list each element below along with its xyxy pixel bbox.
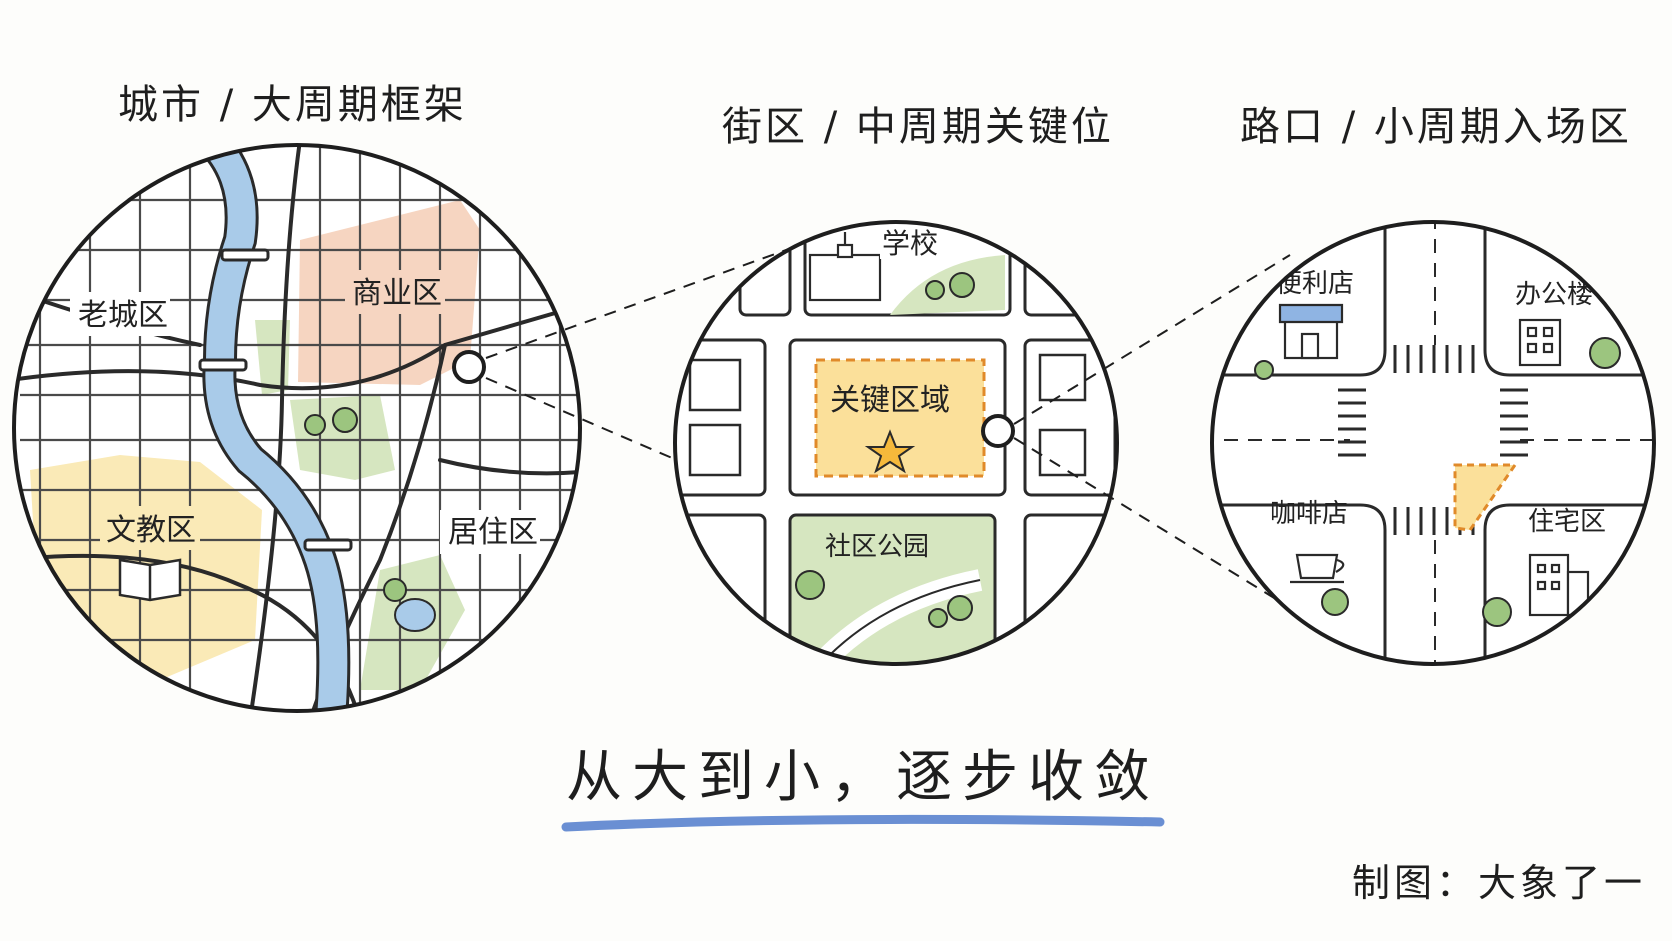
tree-icon <box>332 407 358 433</box>
zoom-connector <box>1013 254 1311 621</box>
entry-zone <box>1453 463 1518 532</box>
tagline: 从大到小，逐步收敛 <box>566 745 1160 810</box>
title-intersection: 路口 / 小周期入场区 <box>1240 104 1632 150</box>
store-icon <box>1278 303 1344 360</box>
zoom-marker-block <box>981 414 1015 448</box>
zoom-marker-city <box>452 350 486 384</box>
district-label-residential: 居住区 <box>448 515 538 550</box>
district-label-education: 文教区 <box>106 513 196 548</box>
zoom-connector <box>485 244 801 471</box>
tree-icon <box>1321 588 1349 616</box>
label-convenience-store: 便利店 <box>1276 269 1354 299</box>
label-office: 办公楼 <box>1515 280 1593 310</box>
bridge <box>198 358 248 372</box>
title-block: 街区 / 中周期关键位 <box>722 104 1114 150</box>
tree-icon <box>1254 360 1274 380</box>
tree-icon <box>1482 597 1512 627</box>
tree-icon <box>304 414 326 436</box>
tree-icon <box>1589 337 1621 369</box>
bridge <box>303 538 353 552</box>
district-label-commercial: 商业区 <box>352 276 442 311</box>
school-icon <box>808 232 882 302</box>
tree-icon <box>949 272 975 298</box>
tagline-underline <box>561 814 1165 832</box>
city-map: 老城区 商业区 文教区 居住区 <box>12 143 582 713</box>
district-label-old-town: 老城区 <box>78 298 168 333</box>
label-cafe: 咖啡店 <box>1270 499 1348 529</box>
title-city: 城市 / 大周期框架 <box>118 82 467 128</box>
tree-icon <box>928 608 948 628</box>
tree-icon <box>795 570 825 600</box>
tree-icon <box>383 578 407 602</box>
bridge <box>220 248 270 262</box>
office-icon <box>1518 318 1562 367</box>
intersection-map: 便利店 办公楼 咖啡店 住宅区 <box>1210 220 1656 666</box>
label-school: 学校 <box>882 227 938 260</box>
book-icon <box>118 558 182 602</box>
tree-icon <box>947 595 973 621</box>
label-key-area: 关键区域 <box>830 383 950 418</box>
credit: 制图：大象了一 <box>1352 861 1647 905</box>
star-icon <box>864 429 916 474</box>
coffee-cup-icon <box>1290 553 1345 584</box>
block-map: 学校 关键区域 社区公园 <box>673 220 1119 666</box>
pond <box>394 598 436 632</box>
label-residential: 住宅区 <box>1528 507 1606 537</box>
tree-icon <box>925 280 945 300</box>
label-park: 社区公园 <box>825 532 929 562</box>
